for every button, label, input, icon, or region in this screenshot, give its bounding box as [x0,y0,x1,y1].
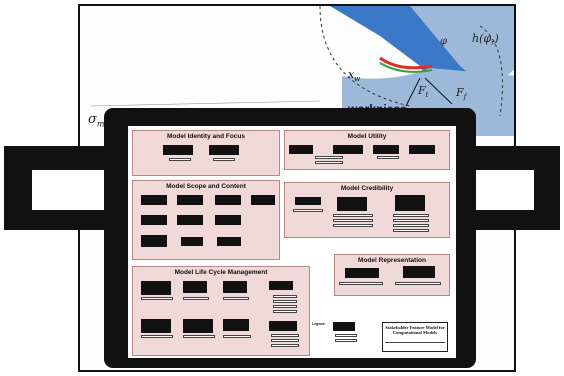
representation-panel: Model Representation [334,254,450,296]
identity-panel: Model Identity and Focus [132,130,280,176]
scope-node [177,195,203,205]
lifecycle-sub [273,310,297,313]
scope-node [215,215,241,225]
credibility-sub [393,229,429,232]
lifecycle-sub [141,297,173,300]
utility-panel: Model Utility [284,130,450,170]
scope-node [215,195,241,205]
identity-node [209,145,239,155]
lifecycle-node [269,321,297,331]
credibility-panel: Model Credibility [284,182,450,238]
lifecycle-node [183,281,207,293]
scope-panel: Model Scope and Content [132,180,280,260]
plot-line [89,100,321,107]
identity-title: Model Identity and Focus [166,133,245,140]
legend-sub [335,339,357,342]
credibility-title: Model Credibility [340,185,394,192]
lifecycle-node [269,281,293,290]
lifecycle-sub [271,344,299,347]
tablet-screen: Model Identity and Focus Model Utility M… [128,126,456,358]
representation-sub [395,282,441,285]
credibility-node [395,195,425,211]
title-meta [385,342,445,349]
ft-label: Ft [418,84,429,100]
credibility-node [295,197,321,205]
lifecycle-sub [271,339,299,342]
utility-sub [377,156,399,159]
lifecycle-sub [273,300,297,303]
credibility-sub [393,219,429,222]
credibility-sub [393,224,429,227]
utility-node [409,145,435,154]
cutting-diagram [89,6,514,202]
scope-node [177,215,203,225]
scope-node [141,215,167,225]
ff-label: Ff [456,86,467,102]
representation-title: Model Representation [358,257,426,264]
lifecycle-node [141,319,171,333]
lifecycle-title: Model Life Cycle Management [174,269,268,276]
utility-node [333,145,363,154]
legend-sub [335,334,357,337]
scope-node [141,235,167,247]
lifecycle-node [223,281,247,293]
right-frame-inner [474,170,534,210]
scope-title: Model Scope and Content [166,183,246,190]
credibility-sub [333,214,373,217]
tool-light-shape [410,6,514,91]
lifecycle-sub [223,297,249,300]
utility-title: Model Utility [347,133,387,140]
force-arrow-f [424,77,453,105]
scope-node [141,195,167,205]
phi-label: φ [440,36,448,47]
utility-node [289,145,313,154]
lifecycle-sub [271,334,299,337]
title-box: Stakeholder Feature Model for Computatio… [382,322,448,352]
utility-sub [315,161,343,164]
lifecycle-sub [183,335,215,338]
force-arrow-t [405,77,421,107]
credibility-sub [333,219,373,222]
scope-node [217,237,241,246]
credibility-sub [333,224,373,227]
lifecycle-sub [273,295,297,298]
utility-sub [315,156,343,159]
credibility-sub [393,214,429,217]
representation-sub [339,282,383,285]
lifecycle-node [141,281,171,295]
credibility-sub [293,209,323,212]
legend-label: Legend: [312,322,326,326]
lifecycle-sub [183,297,209,300]
lifecycle-sub [141,335,173,338]
lifecycle-sub [273,305,297,308]
utility-node [373,145,399,154]
legend-node [333,322,355,331]
credibility-node [337,197,367,211]
dashed-arc-right [479,25,503,117]
identity-sub [213,158,235,161]
h-phi-label: h(φr) [472,32,499,48]
left-frame-inner [32,170,108,210]
identity-node [163,145,193,155]
xw-label: xw [348,68,361,84]
dashed-arc [319,6,411,107]
representation-node [403,266,435,278]
green-layer [379,62,433,73]
scope-node [181,237,203,246]
scope-node [251,195,275,205]
chip-shape [410,36,435,68]
lifecycle-node [223,319,249,331]
lifecycle-sub [223,335,251,338]
identity-sub [169,158,191,161]
lifecycle-panel: Model Life Cycle Management [132,266,310,356]
representation-node [345,268,379,278]
sigma-m-label: σm [88,112,105,129]
lifecycle-node [183,319,213,333]
title-box-text: Stakeholder Feature Model for Computatio… [385,325,445,335]
red-layer [379,56,433,70]
